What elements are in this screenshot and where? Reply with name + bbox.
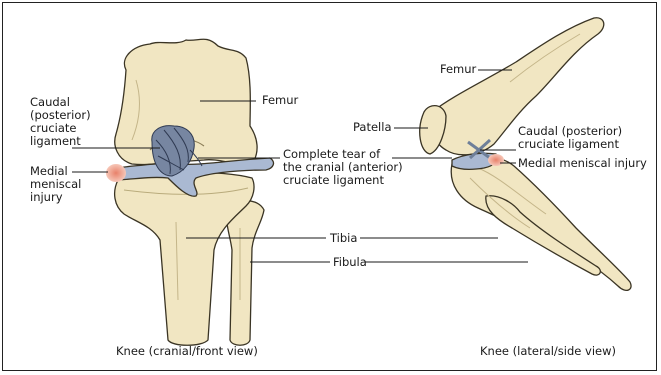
- label-fibula: Fibula: [333, 256, 367, 269]
- label-front-medial-injury: Medial meniscal injury: [30, 165, 81, 204]
- side-view-knee: [420, 18, 631, 291]
- side-medial-injury: [488, 154, 504, 166]
- caption-front-view: Knee (cranial/front view): [116, 345, 258, 358]
- side-tibia-bone: [451, 157, 631, 291]
- front-view-knee: [106, 39, 273, 345]
- front-medial-injury: [106, 164, 126, 182]
- label-front-femur: Femur: [262, 94, 298, 107]
- front-fibula-bone: [227, 201, 264, 346]
- label-front-caudal-ligament: Caudal (posterior) cruciate ligament: [30, 96, 91, 148]
- label-side-caudal-ligament: Caudal (posterior) cruciate ligament: [518, 125, 622, 151]
- label-complete-tear: Complete tear of the cranial (anterior) …: [283, 148, 403, 187]
- label-side-medial-injury: Medial meniscal injury: [518, 157, 647, 170]
- label-patella: Patella: [353, 121, 392, 134]
- caption-side-view: Knee (lateral/side view): [480, 345, 616, 358]
- label-side-femur: Femur: [440, 63, 476, 76]
- label-tibia: Tibia: [330, 232, 357, 245]
